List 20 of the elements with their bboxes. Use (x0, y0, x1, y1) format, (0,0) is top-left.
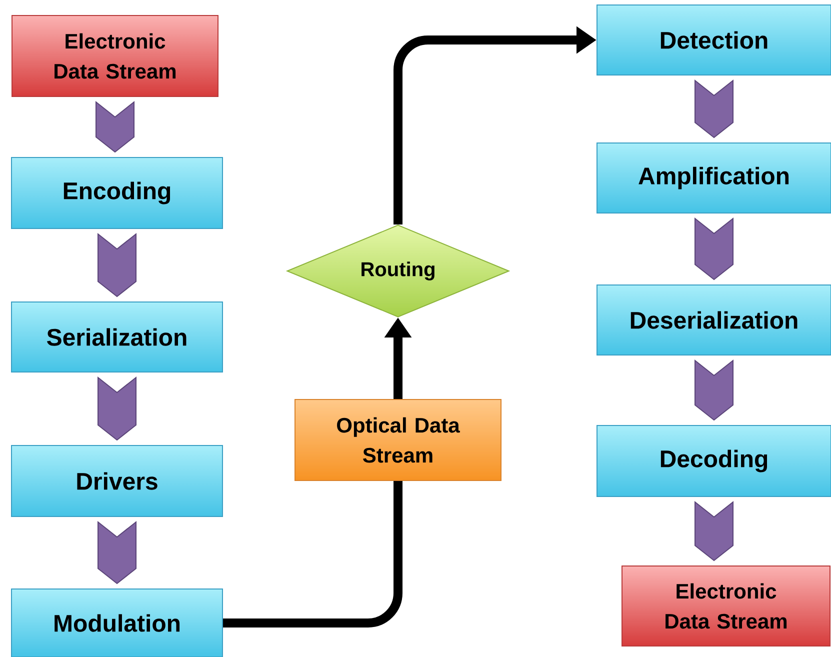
data-stream-box: Electronic Data Stream (622, 566, 830, 646)
chevron-arrow (98, 520, 136, 584)
process-box: Serialization (11, 302, 223, 372)
chevron-arrow (694, 217, 734, 280)
process-box: Detection (596, 4, 831, 76)
chevron-arrow (98, 232, 136, 298)
process-box: Decoding (596, 425, 831, 497)
data-stream-box: Electronic Data Stream (12, 15, 218, 97)
chevron-arrow (96, 100, 134, 153)
process-box: Modulation (11, 588, 223, 657)
chevron-arrow (694, 79, 734, 138)
data-stream-box: Optical Data Stream (294, 399, 502, 481)
process-box: Drivers (11, 445, 223, 517)
process-box: Encoding (11, 157, 223, 229)
chevron-arrow (98, 376, 136, 441)
connector-line (223, 481, 402, 628)
process-box: Amplification (596, 142, 831, 214)
process-box: Deserialization (596, 284, 831, 356)
chevron-arrow (694, 500, 734, 562)
chevron-arrow (694, 359, 734, 421)
